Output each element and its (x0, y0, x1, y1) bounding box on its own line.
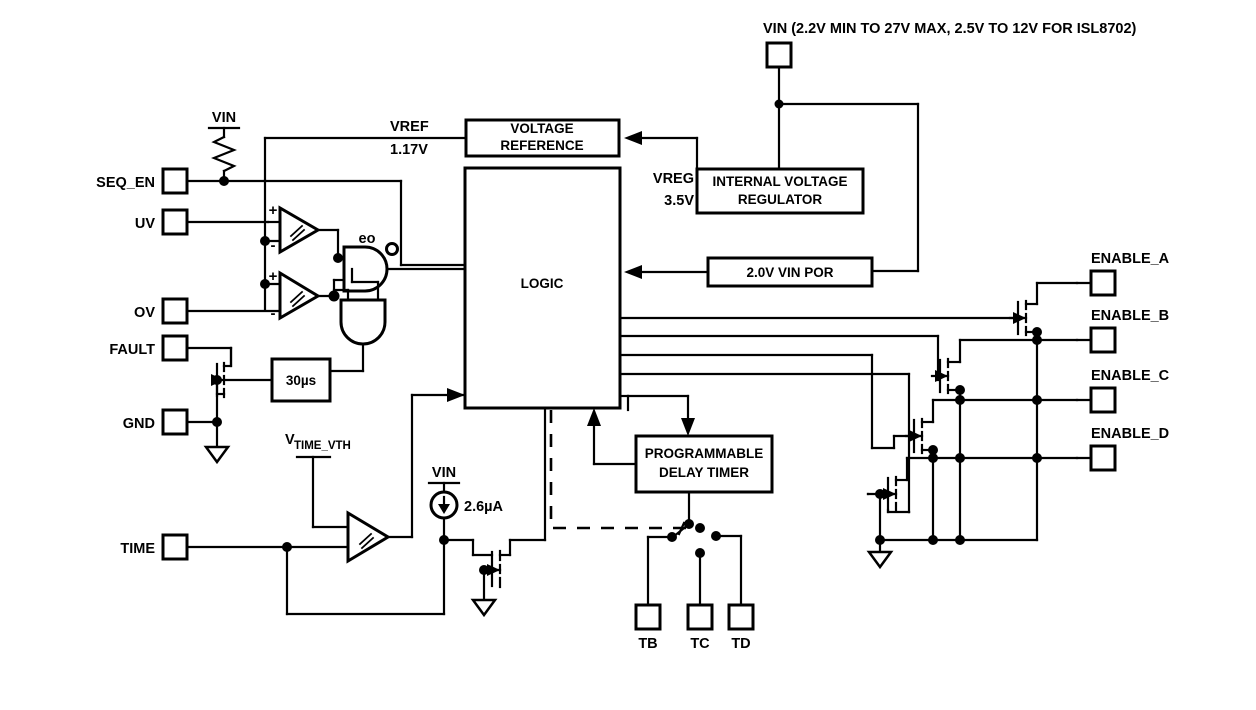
pin-label-td: TD (731, 636, 750, 652)
current-source-arrow (438, 504, 450, 514)
pin-tc[interactable]: TC (686, 603, 714, 652)
comparator-ov: + - (260, 268, 340, 322)
enable-c-body-arrow (909, 430, 922, 442)
pin-uv[interactable]: UV (135, 208, 270, 236)
pin-label-enable-c: ENABLE_C (1091, 368, 1170, 384)
mosfet-enable-a (1008, 281, 1079, 542)
pin-label-uv: UV (135, 216, 155, 232)
enable-d-gate-feed (886, 508, 911, 514)
internal-regulator-label-line2: REGULATOR (738, 192, 823, 207)
mosfet-enable-c (870, 395, 1079, 542)
vin-pullup-resistor: VIN (207, 110, 241, 186)
enable-a-body-arrow (1013, 312, 1026, 324)
net-vreg: VREG 3.5V (624, 131, 699, 209)
gate-eo-nand: eo (332, 231, 467, 298)
mosfet-fault (211, 346, 274, 462)
delay-timer-label-line2: DELAY TIMER (659, 465, 749, 480)
net-vref: VREF 1.17V (263, 119, 468, 182)
vin-por-label: 2.0V VIN POR (746, 265, 833, 280)
uv-plus-symbol: + (269, 202, 278, 219)
pin-label-tc: TC (690, 636, 710, 652)
pin-label-enable-a: ENABLE_A (1091, 251, 1170, 267)
pin-enable-d[interactable]: ENABLE_D (1075, 426, 1169, 472)
pin-gnd[interactable]: GND (123, 408, 222, 436)
enable-b-body-arrow (935, 370, 948, 382)
pin-seq-en[interactable]: SEQ_EN (96, 167, 267, 195)
pin-label-ov: OV (134, 305, 155, 321)
uv-minus-symbol: - (271, 237, 276, 254)
pin-label-gnd: GND (123, 416, 155, 432)
ground-symbol-left (203, 445, 231, 465)
mosfet-enable-d (866, 453, 1079, 542)
vtime-vth-reference: V TIME_VTH (285, 432, 351, 529)
enable-d-body-arrow (883, 488, 896, 500)
vin-por-arrowhead (624, 265, 642, 279)
mosfet-time-discharge (442, 538, 547, 618)
current-source-value-label: 2.6µA (464, 499, 504, 515)
comparator-uv: + - (260, 179, 343, 312)
gate-and-fault (328, 267, 387, 373)
pin-label-enable-d: ENABLE_D (1091, 426, 1169, 442)
block-internal-voltage-regulator: INTERNAL VOLTAGE REGULATOR (695, 167, 865, 215)
diagram-title: VIN (2.2V MIN TO 27V MAX, 2.5V TO 12V FO… (763, 21, 1137, 37)
vreg-label: VREG (653, 171, 694, 187)
time-feedback-wire (285, 535, 449, 616)
ov-plus-symbol: + (269, 268, 278, 285)
vin-bus-wires (774, 99, 920, 273)
ground-rail-right (866, 535, 1039, 570)
pin-label-time: TIME (120, 541, 155, 557)
pin-enable-a[interactable]: ENABLE_A (1075, 251, 1170, 297)
delay-timer-output-arrowhead (587, 408, 601, 426)
pin-enable-c[interactable]: ENABLE_C (1075, 368, 1170, 414)
seq-en-routing (263, 179, 467, 267)
current-source-vin-label: VIN (432, 465, 456, 481)
ov-minus-symbol: - (271, 305, 276, 322)
voltage-reference-label-line1: VOLTAGE (510, 121, 573, 136)
eo-label: eo (359, 231, 376, 247)
vtime-vth-label-main: V (285, 432, 295, 448)
pin-fault[interactable]: FAULT (109, 334, 233, 366)
pin-ov[interactable]: OV (134, 297, 282, 325)
delay-timer-input-arrowhead (681, 418, 695, 436)
current-source-vin: VIN 2.6µA (427, 465, 504, 542)
rotary-select-switch[interactable] (667, 490, 721, 558)
voltage-reference-label-line2: REFERENCE (500, 138, 583, 153)
pin-td[interactable]: TD (727, 603, 755, 652)
block-vin-por: 2.0V VIN POR (624, 256, 874, 288)
mosfet-enable-b (930, 335, 1079, 542)
block-logic: LOGIC (463, 166, 622, 410)
comparator-time (346, 388, 467, 564)
time-comp-arrowhead (447, 388, 465, 402)
pin-vin-top[interactable] (765, 41, 793, 106)
vreg-value: 3.5V (664, 193, 694, 209)
block-voltage-reference: VOLTAGE REFERENCE (464, 118, 621, 158)
block-programmable-delay-timer: PROGRAMMABLE DELAY TIMER (587, 394, 774, 494)
vtime-vth-label-sub: TIME_VTH (294, 440, 351, 452)
pin-tb[interactable]: TB (634, 603, 662, 652)
vref-value: 1.17V (390, 142, 428, 158)
block-fault-delay-30us: 30µs (270, 357, 332, 403)
pin-enable-b[interactable]: ENABLE_B (1075, 308, 1169, 354)
logic-label: LOGIC (521, 276, 564, 291)
vreg-arrowhead (624, 131, 642, 145)
pin-label-tb: TB (638, 636, 657, 652)
pin-time[interactable]: TIME (120, 533, 350, 561)
timer-select-wires (646, 534, 743, 607)
vref-label: VREF (390, 119, 429, 135)
delay-timer-label-line1: PROGRAMMABLE (645, 446, 764, 461)
time-mosfet-body-arrow (487, 564, 500, 576)
pin-label-fault: FAULT (109, 342, 155, 358)
pin-label-enable-b: ENABLE_B (1091, 308, 1169, 324)
fault-delay-label: 30µs (286, 373, 316, 388)
pin-label-seq-en: SEQ_EN (96, 175, 155, 191)
internal-regulator-label-line1: INTERNAL VOLTAGE (713, 174, 848, 189)
vin-pullup-label: VIN (212, 110, 236, 126)
